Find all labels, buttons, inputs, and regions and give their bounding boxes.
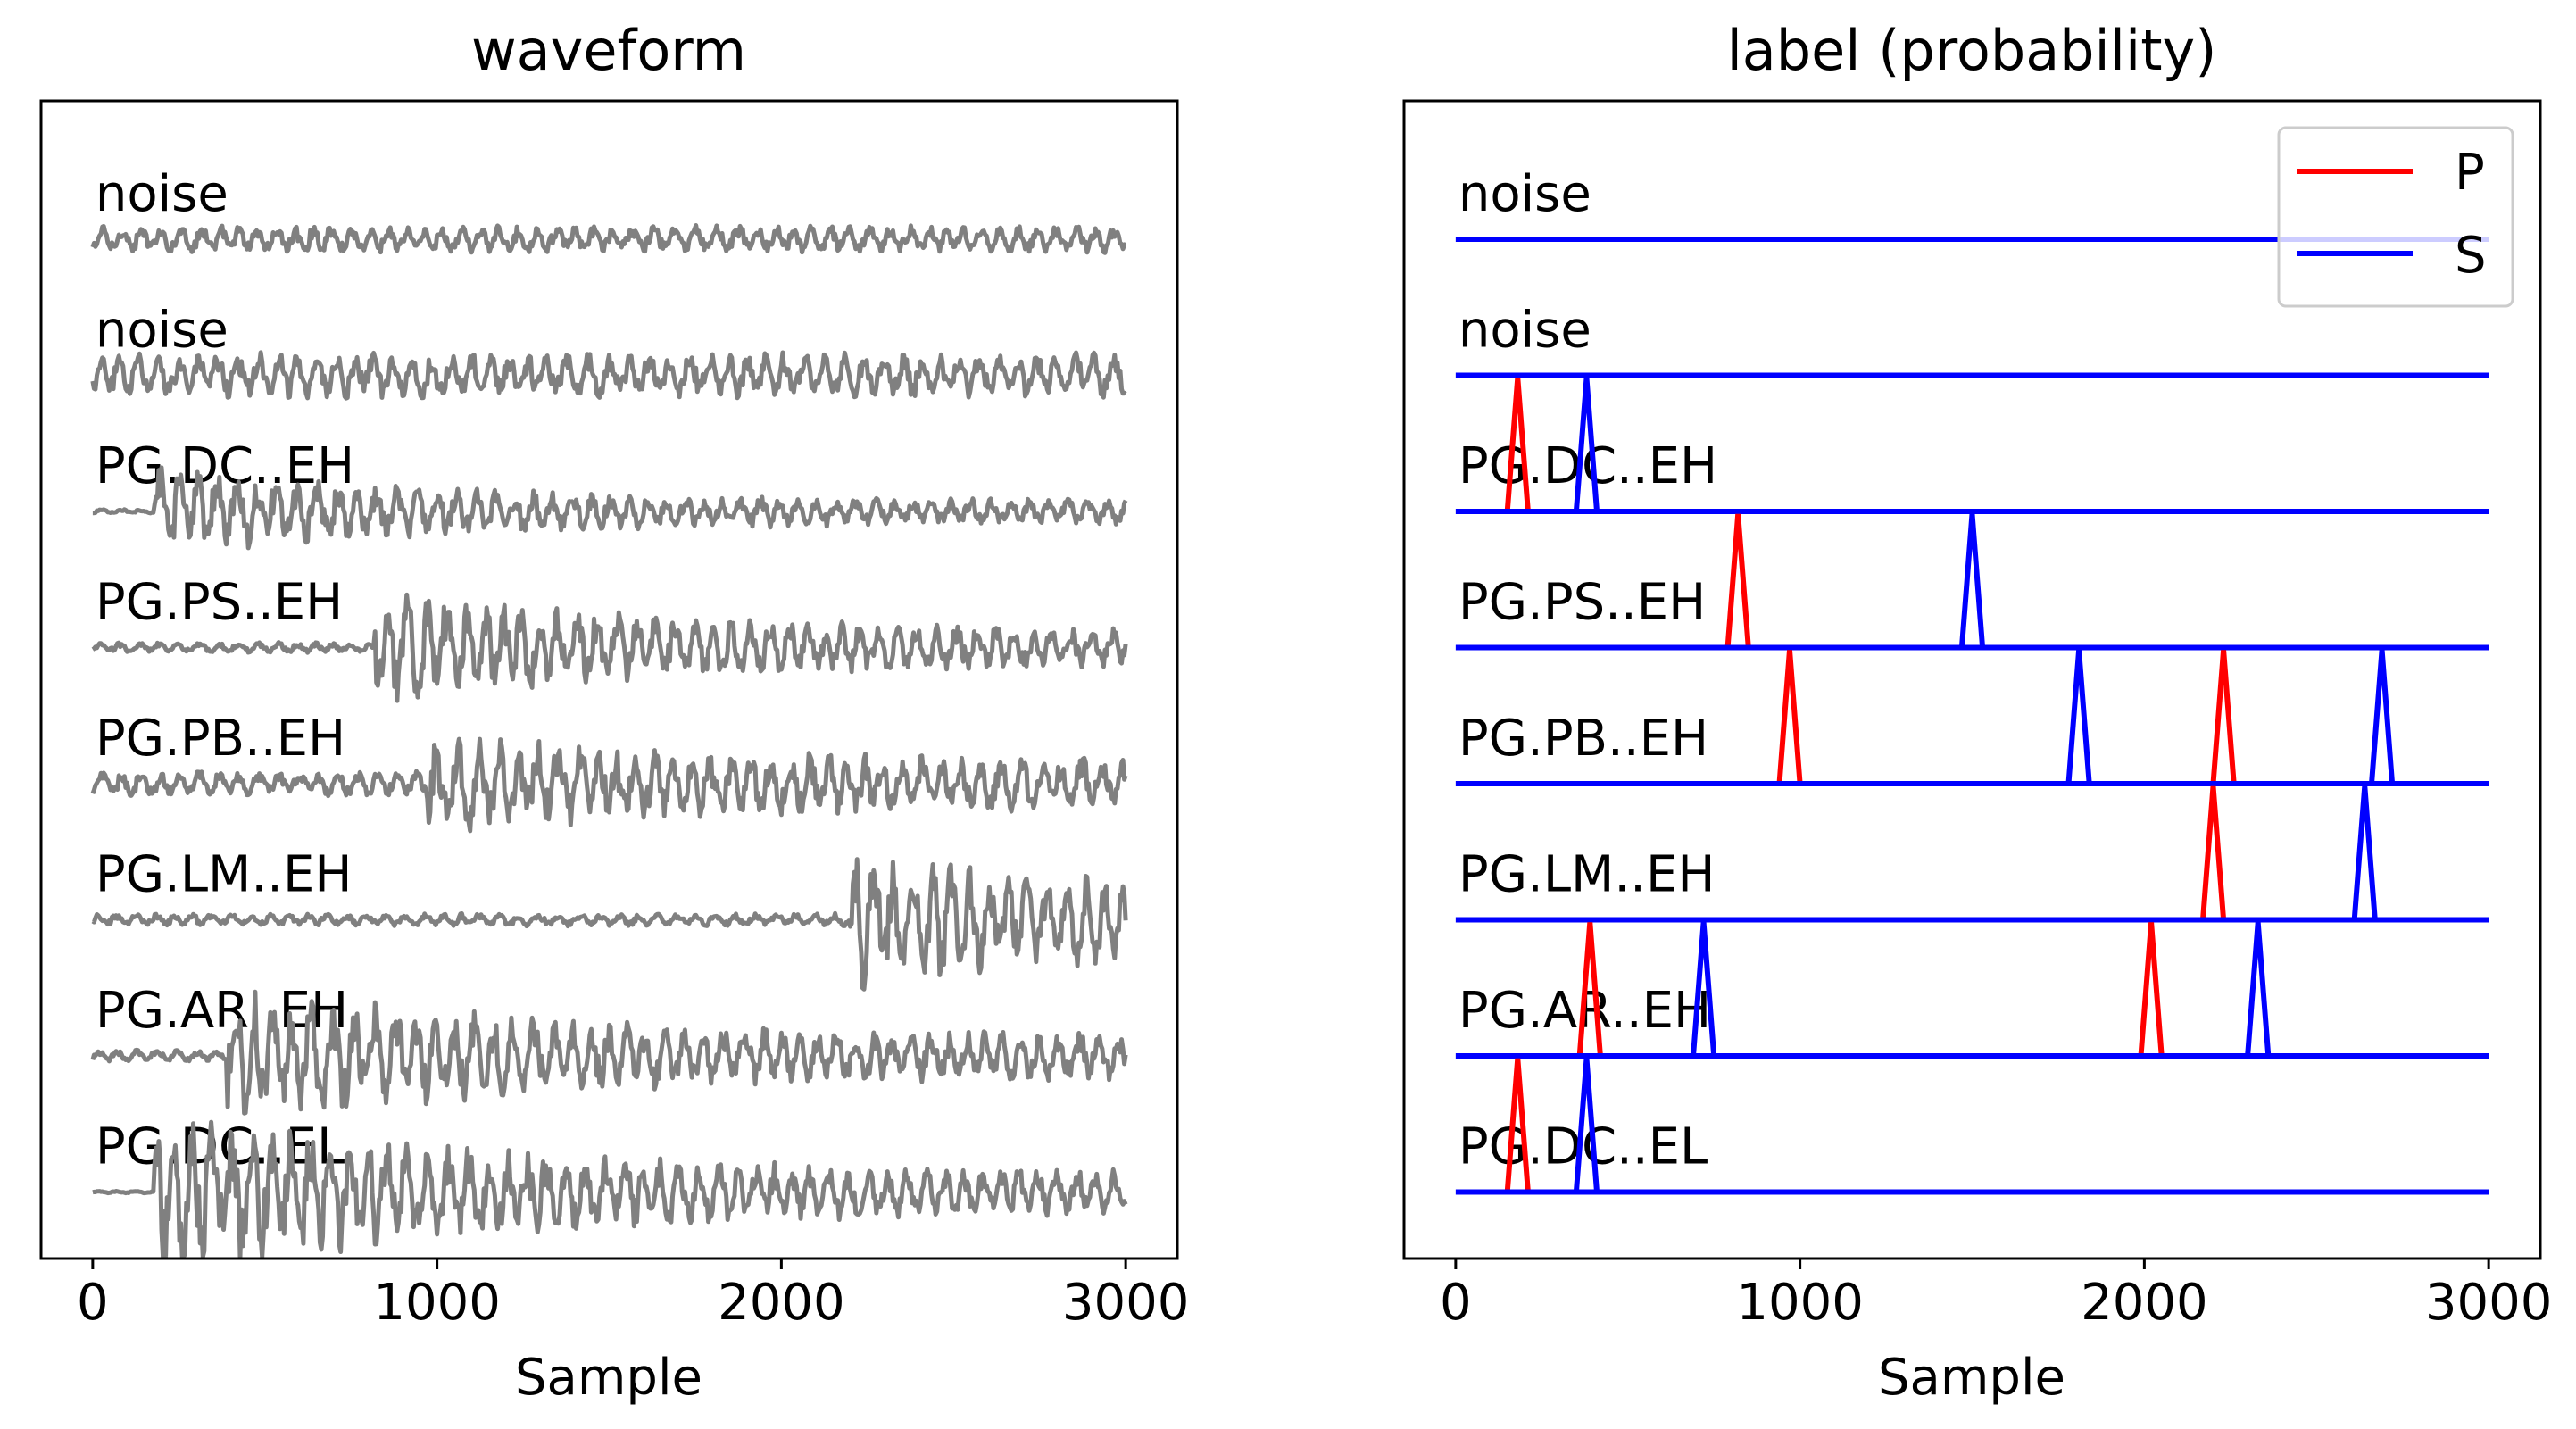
p-pick-peak bbox=[1576, 922, 1603, 1057]
s-pick-peak bbox=[2351, 785, 2378, 920]
s-pick-peak bbox=[1691, 922, 1717, 1057]
waveform-trace bbox=[91, 857, 1128, 992]
s-pick-peak bbox=[2065, 650, 2092, 785]
waveform-trace bbox=[91, 1119, 1128, 1259]
p-pick-peak bbox=[1776, 650, 1803, 785]
x-tick-label: 2000 bbox=[718, 1274, 845, 1332]
x-tick-label: 0 bbox=[77, 1274, 109, 1332]
trace-label: PG.DC..EL bbox=[96, 1118, 345, 1176]
label-axes-frame bbox=[1402, 99, 2542, 1260]
p-pick-peak bbox=[1504, 378, 1531, 512]
x-tick-label: 1000 bbox=[373, 1274, 501, 1332]
waveform-trace bbox=[91, 465, 1128, 551]
trace-label: PG.LM..EH bbox=[96, 846, 353, 904]
x-tick-label: 3000 bbox=[1062, 1274, 1190, 1332]
label-x-axis-label: Sample bbox=[1878, 1349, 2065, 1407]
waveform-axes-frame bbox=[39, 99, 1179, 1260]
trace-label: noise bbox=[1458, 165, 1591, 223]
p-pick-peak bbox=[1504, 1058, 1531, 1192]
legend: P S bbox=[2277, 126, 2514, 308]
trace-label: noise bbox=[96, 165, 229, 223]
legend-p-label: P bbox=[2455, 144, 2485, 202]
waveform-trace bbox=[90, 350, 1127, 401]
label-title: label (probability) bbox=[1727, 18, 2217, 83]
p-pick-peak bbox=[2210, 650, 2237, 785]
waveform-title: waveform bbox=[471, 18, 746, 83]
trace-label: PG.LM..EH bbox=[1458, 846, 1716, 904]
s-pick-peak bbox=[2245, 922, 2272, 1057]
s-pick-peak bbox=[1573, 378, 1600, 512]
waveform-trace bbox=[90, 736, 1128, 834]
trace-label: PG.DC..EH bbox=[1458, 437, 1717, 495]
legend-s-label: S bbox=[2455, 227, 2487, 285]
x-tick-label: 3000 bbox=[2425, 1274, 2553, 1332]
trace-label: PG.PB..EH bbox=[96, 710, 345, 768]
waveform-x-axis-label: Sample bbox=[515, 1349, 702, 1407]
x-tick-label: 1000 bbox=[1736, 1274, 1864, 1332]
waveform-trace bbox=[90, 223, 1127, 255]
label-x-axis: 0 1000 2000 3000 bbox=[1440, 1259, 2552, 1332]
waveform-trace bbox=[91, 592, 1128, 703]
p-pick-peak bbox=[2138, 922, 2165, 1057]
trace-label: PG.PB..EH bbox=[1458, 710, 1708, 768]
s-pick-peak bbox=[1958, 513, 1986, 648]
trace-label: PG.PS..EH bbox=[96, 574, 343, 632]
trace-label: noise bbox=[96, 302, 229, 360]
p-pick-peak bbox=[2200, 785, 2227, 920]
s-pick-peak bbox=[1573, 1058, 1600, 1192]
trace-label: noise bbox=[1458, 302, 1591, 360]
x-tick-label: 0 bbox=[1440, 1274, 1472, 1332]
waveform-trace bbox=[90, 989, 1128, 1116]
s-pick-peak bbox=[2369, 650, 2396, 785]
waveform-x-axis: 0 1000 2000 3000 bbox=[77, 1259, 1189, 1332]
p-pick-peak bbox=[1724, 513, 1751, 648]
trace-label: PG.DC..EH bbox=[96, 437, 354, 495]
x-tick-label: 2000 bbox=[2081, 1274, 2208, 1332]
trace-label: PG.PS..EH bbox=[1458, 574, 1706, 632]
